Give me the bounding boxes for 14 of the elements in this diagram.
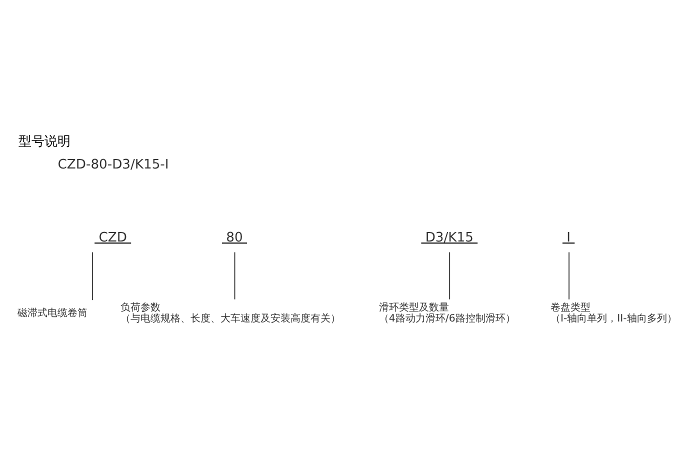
node-text: D3/K15 (425, 230, 474, 245)
node-text: 80 (226, 230, 243, 245)
diagram-title: 型号说明 (18, 134, 70, 149)
connector (568, 251, 570, 300)
connector (92, 251, 94, 300)
connector (234, 251, 236, 300)
node-text: I (566, 230, 570, 245)
node-text: 磁滞式电缆卷筒 (18, 307, 88, 318)
node-text: 负荷参数 （与电缆规格、长度、大车速度及安装高度有关） (120, 302, 340, 324)
node-text: 卷盘类型 （I-轴向单列，II-轴向多列） (550, 302, 677, 324)
label: CZD-80-D3/K15-I (58, 157, 169, 172)
node-text: CZD (98, 230, 127, 245)
node-text: 滑环类型及数量 （4路动力滑环/6路控制滑环） (378, 302, 516, 324)
connector (449, 251, 450, 300)
